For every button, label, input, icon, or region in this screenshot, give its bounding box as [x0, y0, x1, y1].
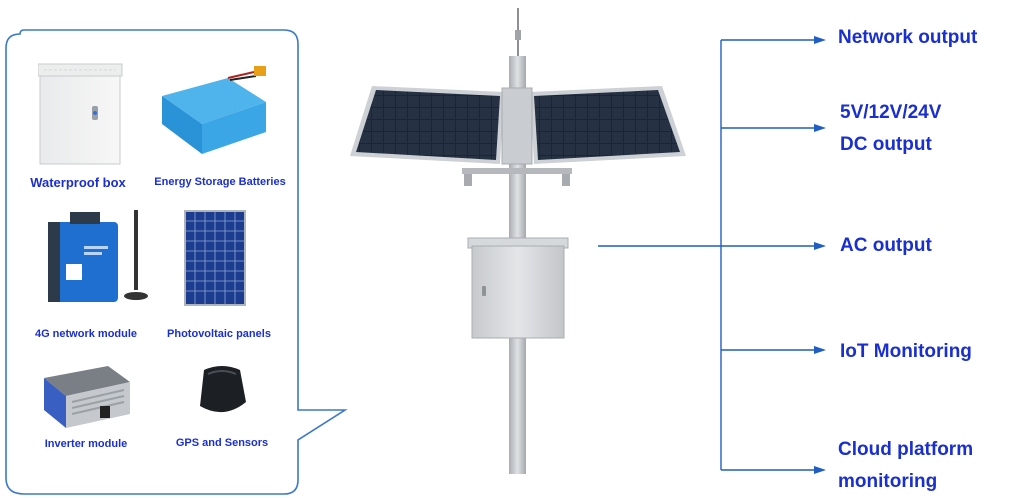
dc-output-label: DC output	[840, 134, 932, 155]
energy-storage-batteries-label: Energy Storage Batteries	[154, 176, 286, 188]
solar-panel-icon	[184, 210, 246, 306]
inverter-module-label: Inverter module	[44, 438, 128, 450]
gps-sensors-label: GPS and Sensors	[175, 437, 269, 449]
cloud-platform-label: Cloud platform	[838, 439, 974, 460]
left-solar-panel	[350, 86, 504, 164]
waterproof-box-label: Waterproof box	[30, 175, 126, 190]
antenna	[515, 8, 521, 58]
network-module-label: 4G network module	[34, 328, 138, 340]
network-output-label: Network output	[838, 27, 978, 48]
ac-arrow-icon	[814, 242, 826, 250]
cloud-arrow-icon	[814, 466, 826, 474]
network-module-icon	[48, 210, 148, 302]
control-cabinet	[467, 237, 569, 339]
photovoltaic-panels-label: Photovoltaic panels	[167, 328, 271, 340]
output-arrows	[721, 36, 826, 474]
waterproof-box-icon	[38, 63, 123, 165]
network-arrow-icon	[814, 36, 826, 44]
cloud-monitoring-label: monitoring	[838, 471, 938, 492]
right-solar-panel	[530, 86, 686, 164]
inverter-icon	[44, 366, 130, 428]
iot-monitoring-label: IoT Monitoring	[840, 341, 972, 362]
dc-arrow-icon	[814, 124, 826, 132]
dc-voltage-label: 5V/12V/24V	[840, 102, 942, 123]
mounting-bracket	[462, 87, 572, 186]
battery-icon	[162, 66, 266, 154]
iot-arrow-icon	[814, 346, 826, 354]
ac-output-label: AC output	[840, 235, 932, 256]
gps-sensor-icon	[200, 366, 246, 413]
